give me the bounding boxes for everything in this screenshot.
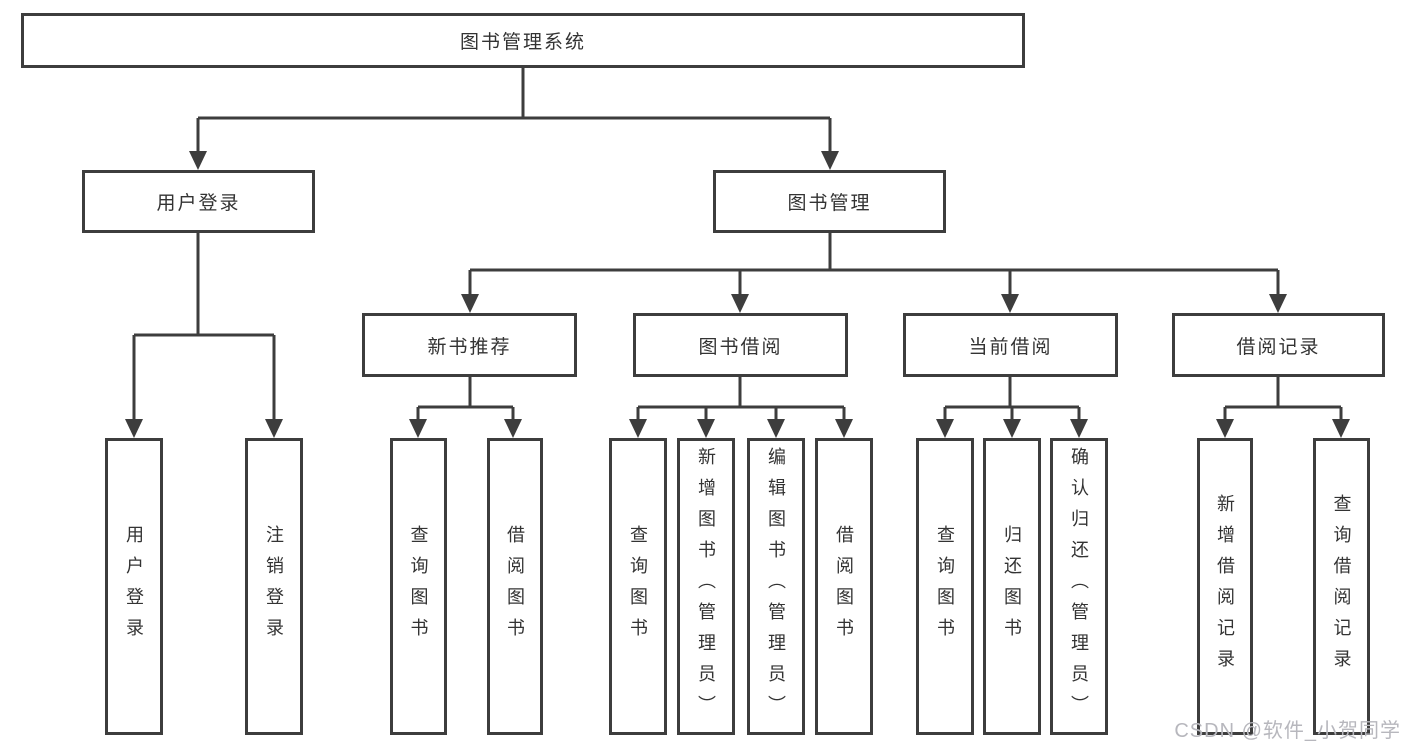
arrowhead-down-icon <box>821 151 839 170</box>
node-leaf-query-book-bor: 查询图书 <box>609 438 667 735</box>
node-new-book-rec: 新书推荐 <box>362 313 577 377</box>
node-leaf-edit-book: 编辑图书（管理员） <box>747 438 805 735</box>
node-leaf-add-record: 新增借阅记录 <box>1197 438 1253 735</box>
arrowhead-down-icon <box>835 419 853 438</box>
node-label: 借阅图书 <box>834 524 854 649</box>
node-label: 图书借阅 <box>698 336 783 358</box>
node-label: 借阅图书 <box>505 524 525 649</box>
node-label: 归还图书 <box>1002 524 1022 649</box>
node-leaf-logout: 注销登录 <box>245 438 303 735</box>
arrowhead-down-icon <box>461 294 479 313</box>
node-label: 查询图书 <box>408 524 429 649</box>
node-book-mgmt: 图书管理 <box>713 170 946 233</box>
arrowhead-down-icon <box>1269 294 1287 313</box>
node-leaf-borrow-book: 借阅图书 <box>815 438 873 735</box>
node-root: 图书管理系统 <box>21 13 1025 68</box>
arrowhead-down-icon <box>1070 419 1088 438</box>
node-book-borrow: 图书借阅 <box>633 313 848 377</box>
node-label: 图书管理 <box>787 193 872 214</box>
node-leaf-return-book: 归还图书 <box>983 438 1041 735</box>
arrowhead-down-icon <box>1216 419 1234 438</box>
arrowhead-down-icon <box>767 419 785 438</box>
node-leaf-user-login: 用户登录 <box>105 438 163 735</box>
arrowhead-down-icon <box>504 419 522 438</box>
arrowhead-down-icon <box>125 419 143 438</box>
node-user-login: 用户登录 <box>82 170 315 233</box>
node-leaf-query-record: 查询借阅记录 <box>1313 438 1370 735</box>
arrowhead-down-icon <box>629 419 647 438</box>
arrowhead-down-icon <box>936 419 954 438</box>
node-label: 确认归还（管理员） <box>1069 447 1089 726</box>
arrowhead-down-icon <box>265 419 283 438</box>
arrowhead-down-icon <box>1001 294 1019 313</box>
node-borrow-record: 借阅记录 <box>1172 313 1385 377</box>
node-label: 编辑图书（管理员） <box>766 447 786 726</box>
node-leaf-borrow-book-rec: 借阅图书 <box>487 438 543 735</box>
node-label: 新增借阅记录 <box>1215 493 1235 680</box>
node-label: 用户登录 <box>124 524 144 649</box>
arrowhead-down-icon <box>189 151 207 170</box>
arrowhead-down-icon <box>731 294 749 313</box>
arrowhead-down-icon <box>697 419 715 438</box>
node-label: 注销登录 <box>264 524 284 649</box>
node-label: 借阅记录 <box>1236 336 1321 358</box>
node-leaf-add-book: 新增图书（管理员） <box>677 438 735 735</box>
node-label: 查询借阅记录 <box>1331 493 1352 680</box>
node-label: 查询图书 <box>628 524 648 649</box>
node-leaf-query-book-cur: 查询图书 <box>916 438 974 735</box>
node-leaf-query-book-rec: 查询图书 <box>390 438 447 735</box>
node-label: 新增图书（管理员） <box>696 447 716 726</box>
csdn-watermark: CSDN @软件_小贺同学 <box>1174 720 1401 742</box>
node-current-borrow: 当前借阅 <box>903 313 1118 377</box>
node-label: 当前借阅 <box>968 336 1053 358</box>
arrowhead-down-icon <box>1003 419 1021 438</box>
node-label: 新书推荐 <box>427 336 512 358</box>
node-label: 用户登录 <box>156 193 241 214</box>
node-label: 查询图书 <box>935 524 955 649</box>
node-label: 图书管理系统 <box>459 32 586 53</box>
node-leaf-confirm-return: 确认归还（管理员） <box>1050 438 1108 735</box>
arrowhead-down-icon <box>1332 419 1350 438</box>
arrowhead-down-icon <box>409 419 427 438</box>
